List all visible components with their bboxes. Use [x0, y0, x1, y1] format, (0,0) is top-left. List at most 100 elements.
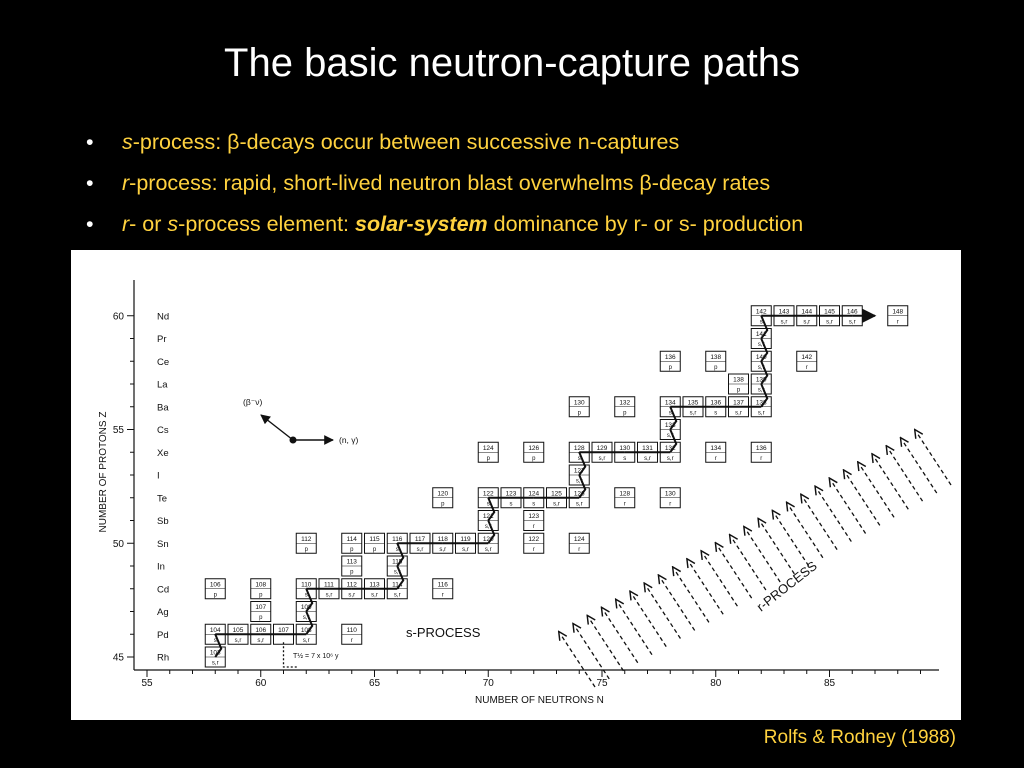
isotope-origin: s,r: [235, 638, 242, 644]
isotope-mass: 110: [347, 627, 358, 634]
r-process-arrow: [675, 570, 710, 623]
isotope-mass: 109: [301, 604, 312, 611]
isotope-mass: 136: [710, 399, 721, 406]
isotope-origin: p: [737, 388, 741, 394]
isotope-mass: 119: [460, 536, 471, 543]
isotope-origin: s: [760, 319, 763, 325]
isotope-mass: 117: [415, 536, 426, 543]
s-path-decay: [760, 360, 769, 385]
isotope-origin: s,r: [485, 547, 492, 553]
isotope-origin: p: [259, 615, 263, 621]
r-process-arrow: [746, 530, 781, 583]
isotope-origin: s,r: [394, 570, 401, 576]
isotope-origin: r: [715, 456, 717, 462]
isotope-mass: 118: [438, 536, 449, 543]
r-process-arrows: [561, 433, 952, 688]
r-process-arrow: [646, 587, 681, 639]
isotope-mass: 130: [574, 399, 585, 406]
r-process-arrow: [860, 465, 895, 518]
element-symbol: La: [157, 380, 168, 391]
isotope-mass: 135: [688, 399, 699, 406]
s-path-decay: [578, 451, 587, 476]
isotope-mass: 140: [756, 354, 767, 361]
isotope-cell: 136 r: [750, 441, 772, 463]
bullet-text: r: [122, 212, 130, 236]
element-symbol: In: [157, 562, 165, 573]
element-symbol: Ba: [157, 402, 169, 413]
isotope-origin: r: [760, 456, 762, 462]
isotope-origin: p: [259, 592, 263, 598]
isotope-mass: 128: [619, 490, 630, 497]
element-symbol: Cd: [157, 584, 169, 595]
isotope-mass: 116: [392, 536, 403, 543]
isotope-origin: s,r: [690, 410, 697, 416]
legend-decay-arrow: [260, 414, 294, 441]
isotope-origin: s,r: [576, 479, 583, 485]
slide-title: The basic neutron-capture paths: [224, 41, 800, 85]
isotope-origin: s,r: [326, 592, 333, 598]
s-path-decay: [760, 338, 769, 362]
s-process-label: s-PROCESS: [406, 625, 481, 640]
isotope-mass: 125: [551, 490, 562, 497]
element-symbol: I: [157, 471, 160, 482]
bullet-dot: •: [86, 212, 94, 236]
isotope-mass: 138: [733, 377, 744, 384]
isotope-mass: 132: [619, 399, 630, 406]
s-path-decay: [669, 406, 678, 431]
isotope-origin: p: [350, 547, 354, 553]
r-process-arrow: [889, 449, 924, 502]
isotope-mass: 136: [756, 445, 767, 452]
isotope-mass: 113: [369, 581, 380, 588]
isotope-mass: 115: [369, 536, 380, 543]
isotope-origin: s,r: [553, 501, 560, 507]
isotope-origin: p: [214, 592, 218, 598]
isotope-mass: 144: [801, 308, 812, 315]
x-axis-label: NUMBER OF NEUTRONS N: [475, 695, 604, 706]
bullet-text: -process: rapid, short-lived neutron bla…: [129, 171, 771, 195]
element-symbol: Sn: [157, 539, 169, 550]
isotope-origin: r: [897, 319, 899, 325]
s-path-decay: [669, 429, 678, 453]
isotope-origin: s: [396, 547, 399, 553]
x-tick-label: 80: [710, 678, 722, 689]
bullet-text: -process: β-decays occur between success…: [132, 130, 680, 154]
r-process-arrow: [718, 546, 753, 599]
r-process-arrow: [803, 498, 838, 550]
isotope-origin: s: [214, 638, 217, 644]
y-tick-label: 60: [113, 311, 125, 322]
isotope-origin: s,r: [462, 547, 469, 553]
citation: Rolfs & Rodney (1988): [763, 727, 956, 748]
isotope-origin: p: [487, 456, 491, 462]
isotope-mass: 112: [347, 581, 358, 588]
isotope-mass: 129: [597, 445, 608, 452]
r-process-arrow: [903, 441, 938, 494]
r-process-arrow: [575, 627, 610, 680]
isotope-mass: 143: [779, 308, 790, 315]
isotope-origin: r: [533, 524, 535, 530]
isotope-origin: s,r: [758, 365, 765, 371]
isotope-origin: s,r: [439, 547, 446, 553]
isotope-mass: 123: [528, 513, 539, 520]
isotope-origin: s,r: [417, 547, 424, 553]
bullet-item: •s-process: β-decays occur between succe…: [86, 122, 803, 163]
isotope-origin: p: [532, 456, 536, 462]
isotope-mass: 138: [756, 399, 767, 406]
isotope-mass: 148: [892, 308, 903, 315]
s-path-decay: [305, 611, 314, 635]
bullet-text: dominance by r- or s- production: [487, 212, 804, 236]
isotope-mass: 106: [210, 581, 221, 588]
isotope-cell: 138 p: [728, 373, 749, 395]
r-process-arrow: [632, 595, 667, 647]
isotope-mass: 124: [528, 490, 539, 497]
isotope-origin: s,r: [599, 456, 606, 462]
bullet-dot: •: [86, 171, 94, 195]
isotope-origin: s: [487, 501, 490, 507]
isotope-origin: s,r: [803, 319, 810, 325]
isotope-origin: s,r: [257, 638, 264, 644]
r-process-arrow: [589, 619, 625, 672]
